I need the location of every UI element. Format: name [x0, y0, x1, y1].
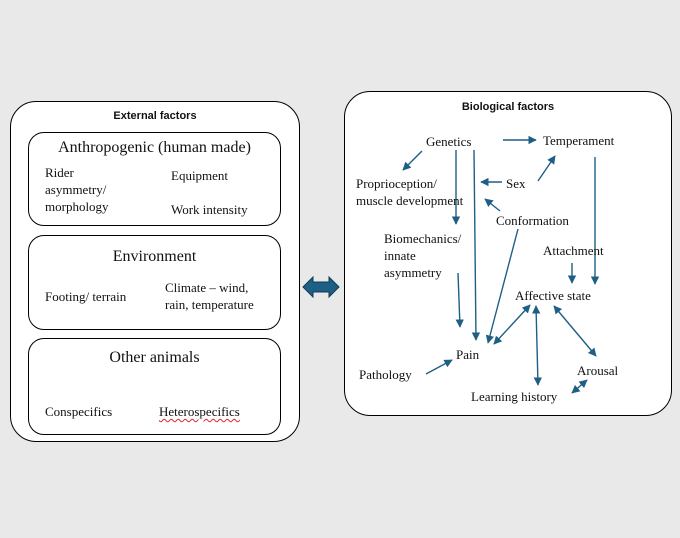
bidirectional-arrow-icon: [302, 276, 340, 298]
rider-line-3: morphology: [45, 199, 109, 214]
work-intensity-label: Work intensity: [171, 202, 248, 217]
equipment-label: Equipment: [171, 168, 229, 183]
pain-label: Pain: [456, 347, 480, 362]
arrow-affective-pain: [493, 304, 531, 345]
heterospecifics-label: Heterospecifics: [159, 404, 240, 419]
anthropogenic-heading: Anthropogenic (human made): [58, 139, 251, 156]
arrow-pathology-pain: [425, 359, 453, 375]
sex-label: Sex: [506, 176, 526, 191]
arrow-genetics-proprioception: [402, 150, 423, 171]
attachment-label: Attachment: [543, 243, 604, 258]
environment-heading: Environment: [112, 248, 197, 265]
proprioception-line-1: Proprioception/: [356, 176, 437, 191]
arrow-genetics-pain: [471, 149, 481, 341]
affective-state-label: Affective state: [515, 288, 591, 303]
other-animals-box: Other animals Conspecifics Heterospecifi…: [28, 338, 281, 435]
rider-line-2: asymmetry/: [45, 182, 107, 197]
climate-line-1: Climate – wind,: [165, 280, 249, 295]
learning-history-label: Learning history: [471, 389, 558, 404]
arrow-biomechanics-pain: [455, 272, 464, 328]
pathology-label: Pathology: [359, 367, 412, 382]
arrow-conformation-proprioception: [484, 198, 501, 212]
arrow-conformation-pain: [485, 228, 519, 344]
external-factors-title: External factors: [113, 110, 197, 122]
footing-label: Footing/ terrain: [45, 289, 127, 304]
arrow-affective-arousal: [553, 305, 597, 357]
other-animals-heading: Other animals: [109, 349, 200, 366]
climate-line-2: rain, temperature: [165, 297, 254, 312]
biomechanics-line-2: innate: [384, 248, 416, 263]
external-factors-panel: External factors Anthropogenic (human ma…: [10, 101, 300, 442]
arousal-label: Arousal: [577, 363, 619, 378]
arrow-affective-learning: [531, 305, 543, 386]
biomechanics-line-1: Biomechanics/: [384, 231, 462, 246]
anthropogenic-box: Anthropogenic (human made) Rider asymmet…: [28, 132, 281, 226]
biological-factors-title: Biological factors: [461, 101, 555, 113]
arrow-sex-temperament: [537, 155, 556, 182]
genetics-label: Genetics: [426, 134, 472, 149]
biomechanics-line-3: asymmetry: [384, 265, 442, 280]
environment-box: Environment Footing/ terrain Climate – w…: [28, 235, 281, 330]
proprioception-line-2: muscle development: [356, 193, 464, 208]
biological-factors-panel: Biological factors: [344, 91, 672, 416]
conformation-label: Conformation: [496, 213, 569, 228]
rider-line-1: Rider: [45, 165, 74, 180]
arrow-arousal-learning: [571, 379, 588, 394]
conspecifics-label: Conspecifics: [45, 404, 113, 419]
temperament-label: Temperament: [543, 133, 615, 148]
